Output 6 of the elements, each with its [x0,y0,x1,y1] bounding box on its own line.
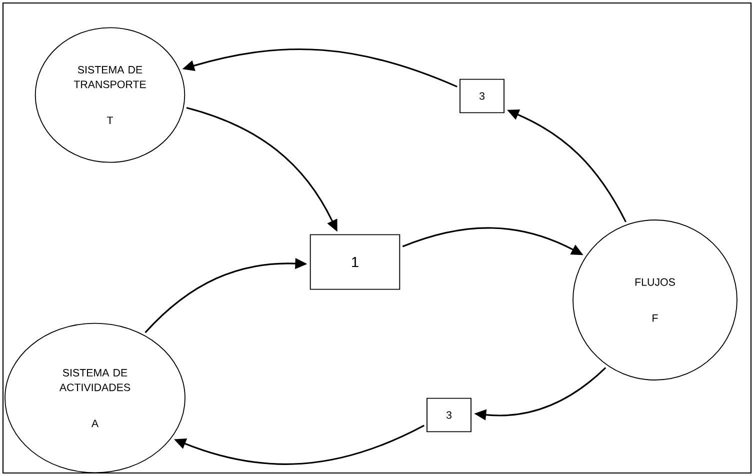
number-box: 3 [426,398,472,432]
circle-node: SISTEMA DE TRANSPORTE T [34,27,186,163]
circle-node: FLUJOS F [572,220,738,380]
number-box: 1 [310,234,400,290]
circle-node: SISTEMA DE ACTIVIDADES A [4,322,186,474]
number-box: 3 [460,78,504,114]
